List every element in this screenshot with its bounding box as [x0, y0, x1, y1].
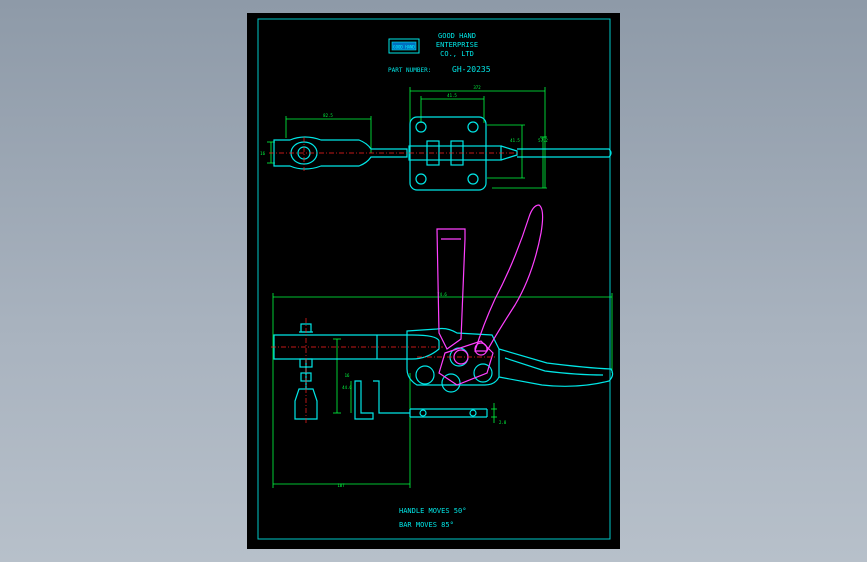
company-line-3: CO., LTD: [440, 50, 474, 58]
side-view-outline: [273, 323, 614, 420]
side-view-dimensions: [272, 293, 613, 488]
dim-side-bottom: 107: [337, 483, 345, 488]
company-logo: GOOD HAND: [388, 38, 420, 54]
company-line-2: ENTERPRISE: [436, 41, 478, 49]
side-view: 74.6 16 44.6 2.8 107: [271, 204, 614, 488]
cad-drawing: GOOD HAND GOOD HAND ENTERPRISE CO., LTD …: [257, 18, 614, 540]
handle-open-position: [436, 204, 544, 386]
drawing-border: [257, 18, 611, 540]
dim-left-height: 16: [260, 151, 265, 156]
top-view-outline: [273, 116, 612, 191]
dim-side-base-thk: 2.8: [499, 420, 507, 425]
dim-top-bolt-spacing: 41.5: [447, 93, 457, 98]
note-bar-moves: BAR MOVES 85°: [399, 521, 454, 529]
dim-right-small: 41.5: [510, 138, 520, 143]
dim-side-overall: 74.6: [437, 292, 447, 297]
note-handle-moves: HANDLE MOVES 50°: [399, 507, 466, 515]
dim-side-base: 44.6: [342, 385, 352, 390]
dim-right-large: 57.2: [538, 138, 548, 143]
side-view-centerlines: [271, 318, 495, 423]
top-view-centerline: [269, 137, 519, 171]
company-line-1: GOOD HAND: [438, 32, 476, 40]
part-number-label: PART NUMBER:: [388, 67, 431, 74]
drawing-sheet: GOOD HAND GOOD HAND ENTERPRISE CO., LTD …: [247, 13, 620, 549]
dim-top-overall: 372: [473, 85, 481, 90]
top-view: 372 41.5 82.5 16 41.5 57.2: [260, 85, 612, 191]
logo-text: GOOD HAND: [393, 45, 415, 50]
dim-side-height: 16: [345, 373, 350, 378]
dim-left-arm: 82.5: [323, 113, 333, 118]
top-view-dimensions: [267, 87, 547, 189]
part-number: GH-20235: [452, 65, 491, 74]
